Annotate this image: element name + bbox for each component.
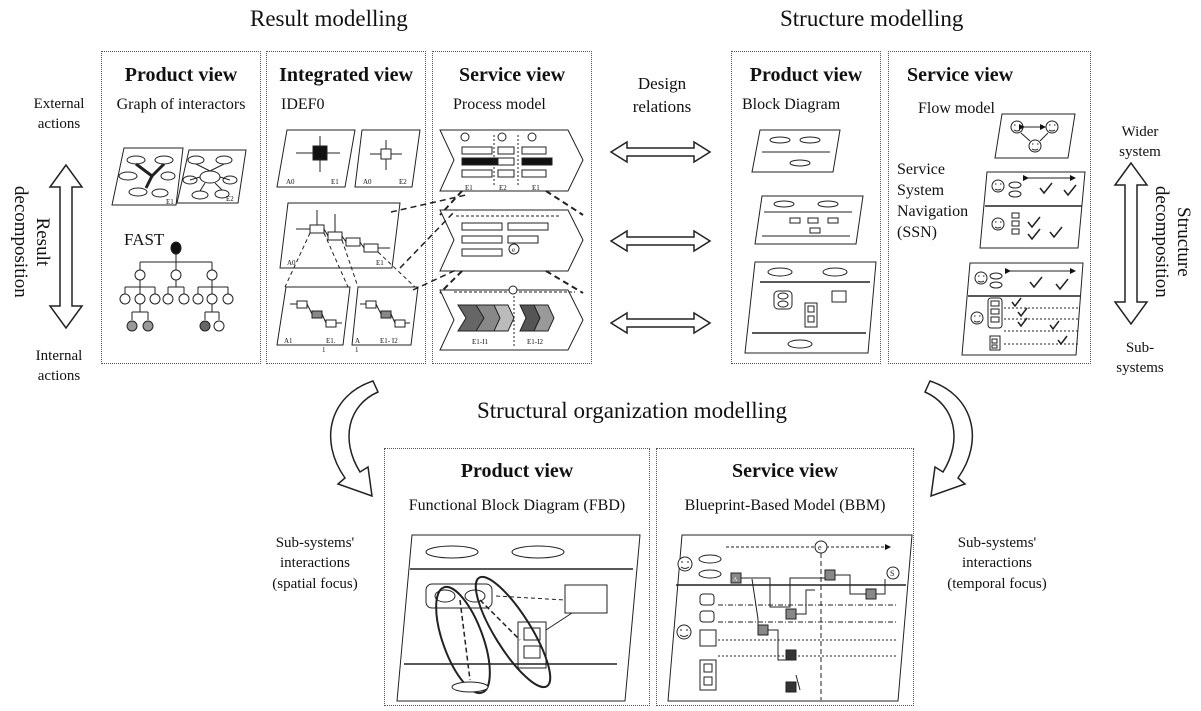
panel-subtitle: Block Diagram [742, 96, 841, 113]
design-relation-arrow-middle [609, 229, 712, 253]
panel-title: Service view [458, 64, 566, 86]
panel-title: Service view [731, 460, 839, 482]
curved-arrow-right [924, 380, 974, 498]
panel-subtitle: Graph of interactors [116, 96, 246, 113]
idef0-label-e2: E2 [399, 178, 407, 186]
temporal-interactions-label: Sub-systems'interactions(temporal focus) [947, 535, 1047, 592]
process-label-e2: E2 [499, 184, 507, 192]
panel-subtitle: IDEF0 [281, 96, 325, 113]
cross-panel-links [390, 194, 467, 291]
structure-modelling-title: Structure modelling [780, 6, 964, 31]
graph-of-interactors: E1 E2 [111, 147, 247, 206]
curved-arrow-left [329, 380, 379, 498]
process-label-e1-i1: E1-I1 [472, 338, 488, 346]
panel-title: Product view [124, 64, 238, 86]
process-label-e1: E1 [465, 184, 473, 192]
idef0-label-e1-1b: 1 [322, 346, 326, 354]
fast-tree [119, 241, 234, 332]
process-event-label: e [512, 246, 515, 254]
panel-title: Product view [749, 64, 863, 86]
panel-subtitle: Flow model [918, 100, 995, 117]
block-diagram [744, 129, 877, 354]
idef0-label-a: A [355, 337, 360, 345]
result-decomposition-arrow [48, 163, 84, 330]
idef0-label-a-1: 1 [355, 346, 359, 354]
idef0-label-e1-i2: E1- I2 [380, 337, 398, 345]
process-model: E1 E2 E1 e E1-I1 E1-I2 [439, 129, 584, 351]
interactor-label-e1: E1 [166, 198, 174, 206]
ssn-label: Service System Navigation (SSN) [897, 161, 969, 241]
flow-model [961, 113, 1086, 356]
rm-product-view-panel: Product view Graph of interactors FAST [101, 51, 261, 364]
bbm-end-label: S [890, 569, 894, 578]
process-label-e1b: E1 [532, 184, 540, 192]
interactor-label-e2: E2 [226, 195, 234, 203]
panel-subtitle: Process model [453, 96, 546, 113]
panel-subtitle: Functional Block Diagram (FBD) [408, 497, 626, 514]
idef0-diagram: A0 E1 A0 E2 A0 E1 A1 E1. 1 A 1 E1- I2 [276, 129, 421, 354]
structure-decomposition-arrow [1113, 161, 1149, 326]
idef0-label-e1-1: E1. [326, 337, 336, 345]
spatial-interactions-label: Sub-systems'interactions(spatial focus) [272, 535, 358, 592]
bbm-event-label: e [818, 543, 822, 552]
idef0-label-a0-mid: A0 [287, 259, 296, 267]
blueprint-based-model: e S A [667, 534, 913, 702]
bbm-action-label: A [733, 577, 738, 583]
sub-systems-label: Sub-systems [1116, 340, 1164, 377]
panel-subtitle: Blueprint-Based Model (BBM) [684, 497, 886, 514]
design-relation-arrow-bottom [609, 311, 712, 335]
idef0-label-a1: A1 [284, 337, 293, 345]
design-relation-arrow-top [609, 140, 712, 164]
result-modelling-title: Result modelling [250, 6, 408, 31]
process-label-e1-i2: E1-I2 [527, 338, 543, 346]
idef0-label-a0b: A0 [363, 178, 372, 186]
panel-title: Service view [907, 64, 1014, 86]
panel-title: Integrated view [279, 64, 413, 86]
idef0-label-a0: A0 [286, 178, 295, 186]
structural-org-modelling-title: Structural organization modelling [477, 398, 788, 423]
panel-title: Product view [460, 460, 574, 482]
idef0-label-e1: E1 [331, 178, 339, 186]
fast-label: FAST [124, 230, 165, 249]
functional-block-diagram [396, 534, 641, 702]
idef0-label-e1-mid: E1 [376, 259, 384, 267]
